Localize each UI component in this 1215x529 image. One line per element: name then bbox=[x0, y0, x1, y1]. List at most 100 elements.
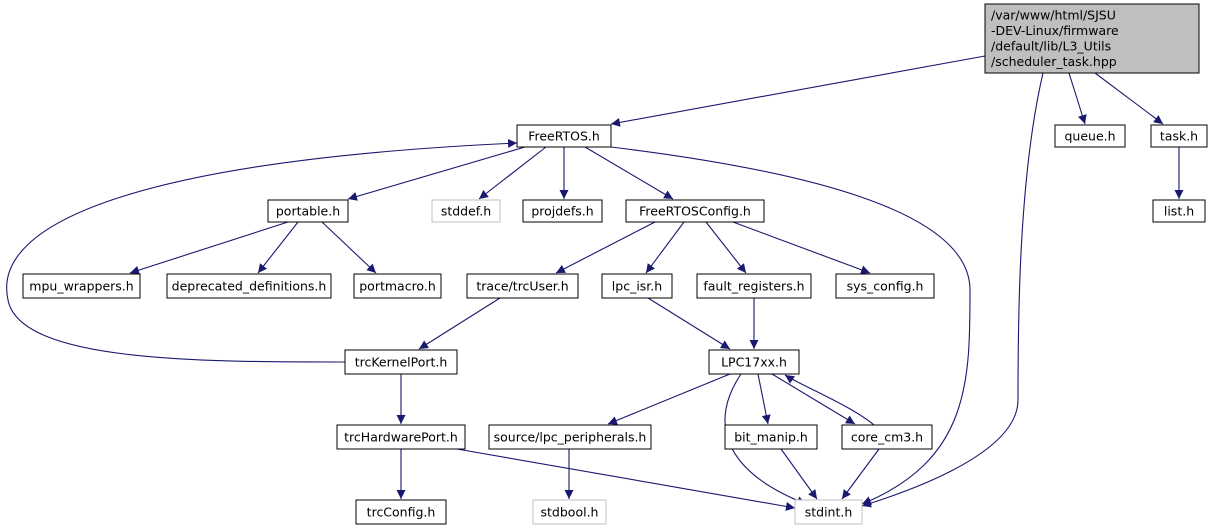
node-box-corecm3 bbox=[841, 424, 933, 450]
node-box-lpcisr bbox=[601, 273, 673, 299]
node-trcuser[interactable]: trace/trcUser.h bbox=[466, 273, 579, 299]
node-label-lpc17xx: LPC17xx.h bbox=[721, 354, 787, 369]
node-corecm3[interactable]: core_cm3.h bbox=[841, 424, 933, 450]
node-box-trcconfig bbox=[355, 499, 447, 525]
node-box-bitmanip bbox=[724, 424, 818, 450]
node-label-lpcisr: lpc_isr.h bbox=[612, 278, 662, 293]
node-label-freertos: FreeRTOS.h bbox=[528, 128, 600, 143]
node-freertos[interactable]: FreeRTOS.h bbox=[516, 124, 612, 148]
nodes-layer: /var/www/html/SJSU-DEV-Linux/firmware/de… bbox=[22, 3, 1208, 525]
edge-lpc17xx-to-bitmanip bbox=[757, 373, 771, 425]
node-box-trckernel bbox=[344, 349, 458, 375]
node-label-root-line-3: /scheduler_task.hpp bbox=[991, 54, 1117, 69]
node-label-trcuser: trace/trcUser.h bbox=[476, 278, 568, 293]
node-label-portable: portable.h bbox=[276, 203, 340, 218]
node-box-freertosconfig bbox=[625, 199, 765, 223]
edge-portable-to-portmacro bbox=[321, 221, 377, 274]
node-label-task: task.h bbox=[1160, 128, 1198, 143]
edge-freertos-to-portable bbox=[347, 146, 526, 201]
node-portmacro[interactable]: portmacro.h bbox=[353, 273, 442, 299]
node-freertosconfig[interactable]: FreeRTOSConfig.h bbox=[625, 199, 765, 223]
node-sysconfig[interactable]: sys_config.h bbox=[835, 273, 935, 299]
node-projdefs[interactable]: projdefs.h bbox=[522, 199, 603, 223]
edge-portable-to-deprecated bbox=[257, 221, 299, 274]
node-stdbool: stdbool.h bbox=[532, 499, 607, 525]
node-box-task bbox=[1150, 124, 1208, 148]
node-box-mpu bbox=[22, 273, 141, 299]
edge-trchw-to-stdint bbox=[456, 448, 796, 511]
edge-freertosconfig-to-trcuser bbox=[555, 221, 656, 274]
node-deprecated[interactable]: deprecated_definitions.h bbox=[166, 273, 332, 299]
node-label-bitmanip: bit_manip.h bbox=[734, 429, 808, 444]
node-label-stdint: stdint.h bbox=[805, 504, 853, 519]
edge-freertosconfig-to-sysconfig bbox=[732, 221, 871, 275]
node-label-sysconfig: sys_config.h bbox=[847, 278, 924, 293]
node-queue[interactable]: queue.h bbox=[1054, 124, 1126, 148]
node-label-freertosconfig: FreeRTOSConfig.h bbox=[639, 203, 751, 218]
edge-lpcisr-to-lpc17xx bbox=[647, 297, 731, 350]
node-box-deprecated bbox=[166, 273, 332, 299]
node-label-portmacro: portmacro.h bbox=[359, 278, 436, 293]
node-box-portmacro bbox=[353, 273, 442, 299]
node-portable[interactable]: portable.h bbox=[267, 199, 349, 223]
node-list[interactable]: list.h bbox=[1152, 199, 1206, 223]
edge-freertosconfig-to-fault bbox=[705, 221, 747, 274]
node-root[interactable]: /var/www/html/SJSU-DEV-Linux/firmware/de… bbox=[984, 3, 1200, 74]
node-box-portable bbox=[267, 199, 349, 223]
node-label-lpcperiph: source/lpc_peripherals.h bbox=[494, 429, 647, 444]
node-mpu[interactable]: mpu_wrappers.h bbox=[22, 273, 141, 299]
node-box-stddef bbox=[431, 199, 501, 223]
edge-root-to-queue bbox=[1068, 72, 1087, 125]
node-label-root-line-2: /default/lib/L3_Utils bbox=[991, 39, 1111, 54]
node-trcconfig[interactable]: trcConfig.h bbox=[355, 499, 447, 525]
node-box-stdbool bbox=[532, 499, 607, 525]
node-label-deprecated: deprecated_definitions.h bbox=[172, 278, 327, 293]
edge-root-to-stdint bbox=[861, 72, 1044, 508]
node-box-stdint bbox=[794, 499, 863, 525]
node-stddef: stddef.h bbox=[431, 199, 501, 223]
node-label-stdbool: stdbool.h bbox=[541, 504, 599, 519]
edge-trckernel-to-freertos bbox=[6, 138, 518, 363]
edge-freertos-to-stddef bbox=[478, 146, 547, 200]
node-box-lpcperiph bbox=[488, 424, 652, 450]
node-label-stddef: stddef.h bbox=[441, 203, 491, 218]
node-lpcperiph[interactable]: source/lpc_peripherals.h bbox=[488, 424, 652, 450]
node-label-projdefs: projdefs.h bbox=[531, 203, 593, 218]
edge-freertos-to-stdint bbox=[610, 146, 971, 505]
edge-trcuser-to-trckernel bbox=[418, 297, 501, 350]
node-label-root-line-1: -DEV-Linux/firmware bbox=[991, 23, 1119, 38]
edge-corecm3-to-stdint bbox=[841, 448, 880, 500]
node-label-trcconfig: trcConfig.h bbox=[367, 504, 436, 519]
edge-root-to-task bbox=[1094, 72, 1164, 125]
node-box-queue bbox=[1054, 124, 1126, 148]
edge-freertos-to-freertosconfig bbox=[584, 146, 674, 200]
node-trchw[interactable]: trcHardwarePort.h bbox=[336, 424, 466, 450]
edge-lpc17xx-to-lpcperiph bbox=[607, 373, 731, 425]
node-trckernel[interactable]: trcKernelPort.h bbox=[344, 349, 458, 375]
edge-portable-to-mpu bbox=[129, 221, 289, 275]
node-label-queue: queue.h bbox=[1064, 128, 1115, 143]
edge-root-to-freertos bbox=[610, 55, 986, 127]
edge-lpc17xx-to-corecm3 bbox=[771, 373, 856, 425]
node-label-fault: fault_registers.h bbox=[703, 278, 804, 293]
node-label-list: list.h bbox=[1164, 203, 1194, 218]
node-stdint: stdint.h bbox=[794, 499, 863, 525]
node-task[interactable]: task.h bbox=[1150, 124, 1208, 148]
node-box-projdefs bbox=[522, 199, 603, 223]
node-box-freertos bbox=[516, 124, 612, 148]
node-box-list bbox=[1152, 199, 1206, 223]
node-box-trchw bbox=[336, 424, 466, 450]
node-box-trcuser bbox=[466, 273, 579, 299]
node-label-root-line-0: /var/www/html/SJSU bbox=[991, 8, 1116, 23]
node-bitmanip[interactable]: bit_manip.h bbox=[724, 424, 818, 450]
edge-freertosconfig-to-lpcisr bbox=[645, 221, 685, 274]
node-lpc17xx[interactable]: LPC17xx.h bbox=[708, 349, 800, 375]
node-box-fault bbox=[696, 273, 812, 299]
node-label-corecm3: core_cm3.h bbox=[851, 429, 923, 444]
edge-corecm3-to-lpc17xx bbox=[784, 374, 875, 426]
node-lpcisr[interactable]: lpc_isr.h bbox=[601, 273, 673, 299]
node-label-trckernel: trcKernelPort.h bbox=[355, 354, 448, 369]
node-fault[interactable]: fault_registers.h bbox=[696, 273, 812, 299]
node-label-mpu: mpu_wrappers.h bbox=[29, 278, 133, 293]
